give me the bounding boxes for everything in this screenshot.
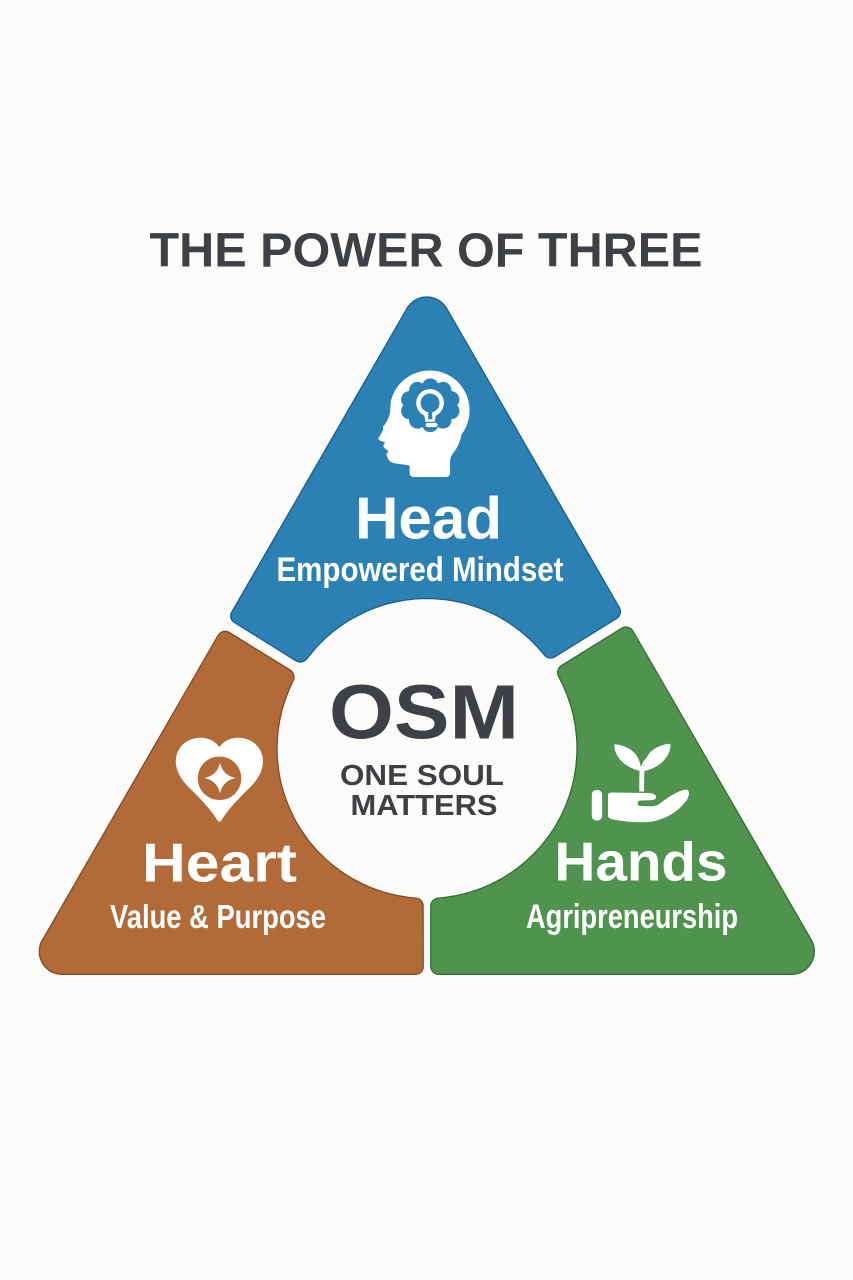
svg-text:Value & Purpose: Value & Purpose bbox=[110, 898, 326, 935]
svg-text:Hands: Hands bbox=[555, 831, 728, 893]
svg-text:Empowered Mindset: Empowered Mindset bbox=[277, 551, 564, 589]
svg-text:MATTERS: MATTERS bbox=[351, 790, 498, 822]
svg-text:ONE SOUL: ONE SOUL bbox=[340, 760, 504, 792]
svg-text:Heart: Heart bbox=[142, 832, 297, 894]
svg-text:Head: Head bbox=[355, 486, 502, 552]
svg-text:Agripreneurship: Agripreneurship bbox=[526, 898, 738, 936]
svg-text:THE POWER OF THREE: THE POWER OF THREE bbox=[150, 225, 703, 278]
svg-text:OSM: OSM bbox=[329, 670, 519, 756]
